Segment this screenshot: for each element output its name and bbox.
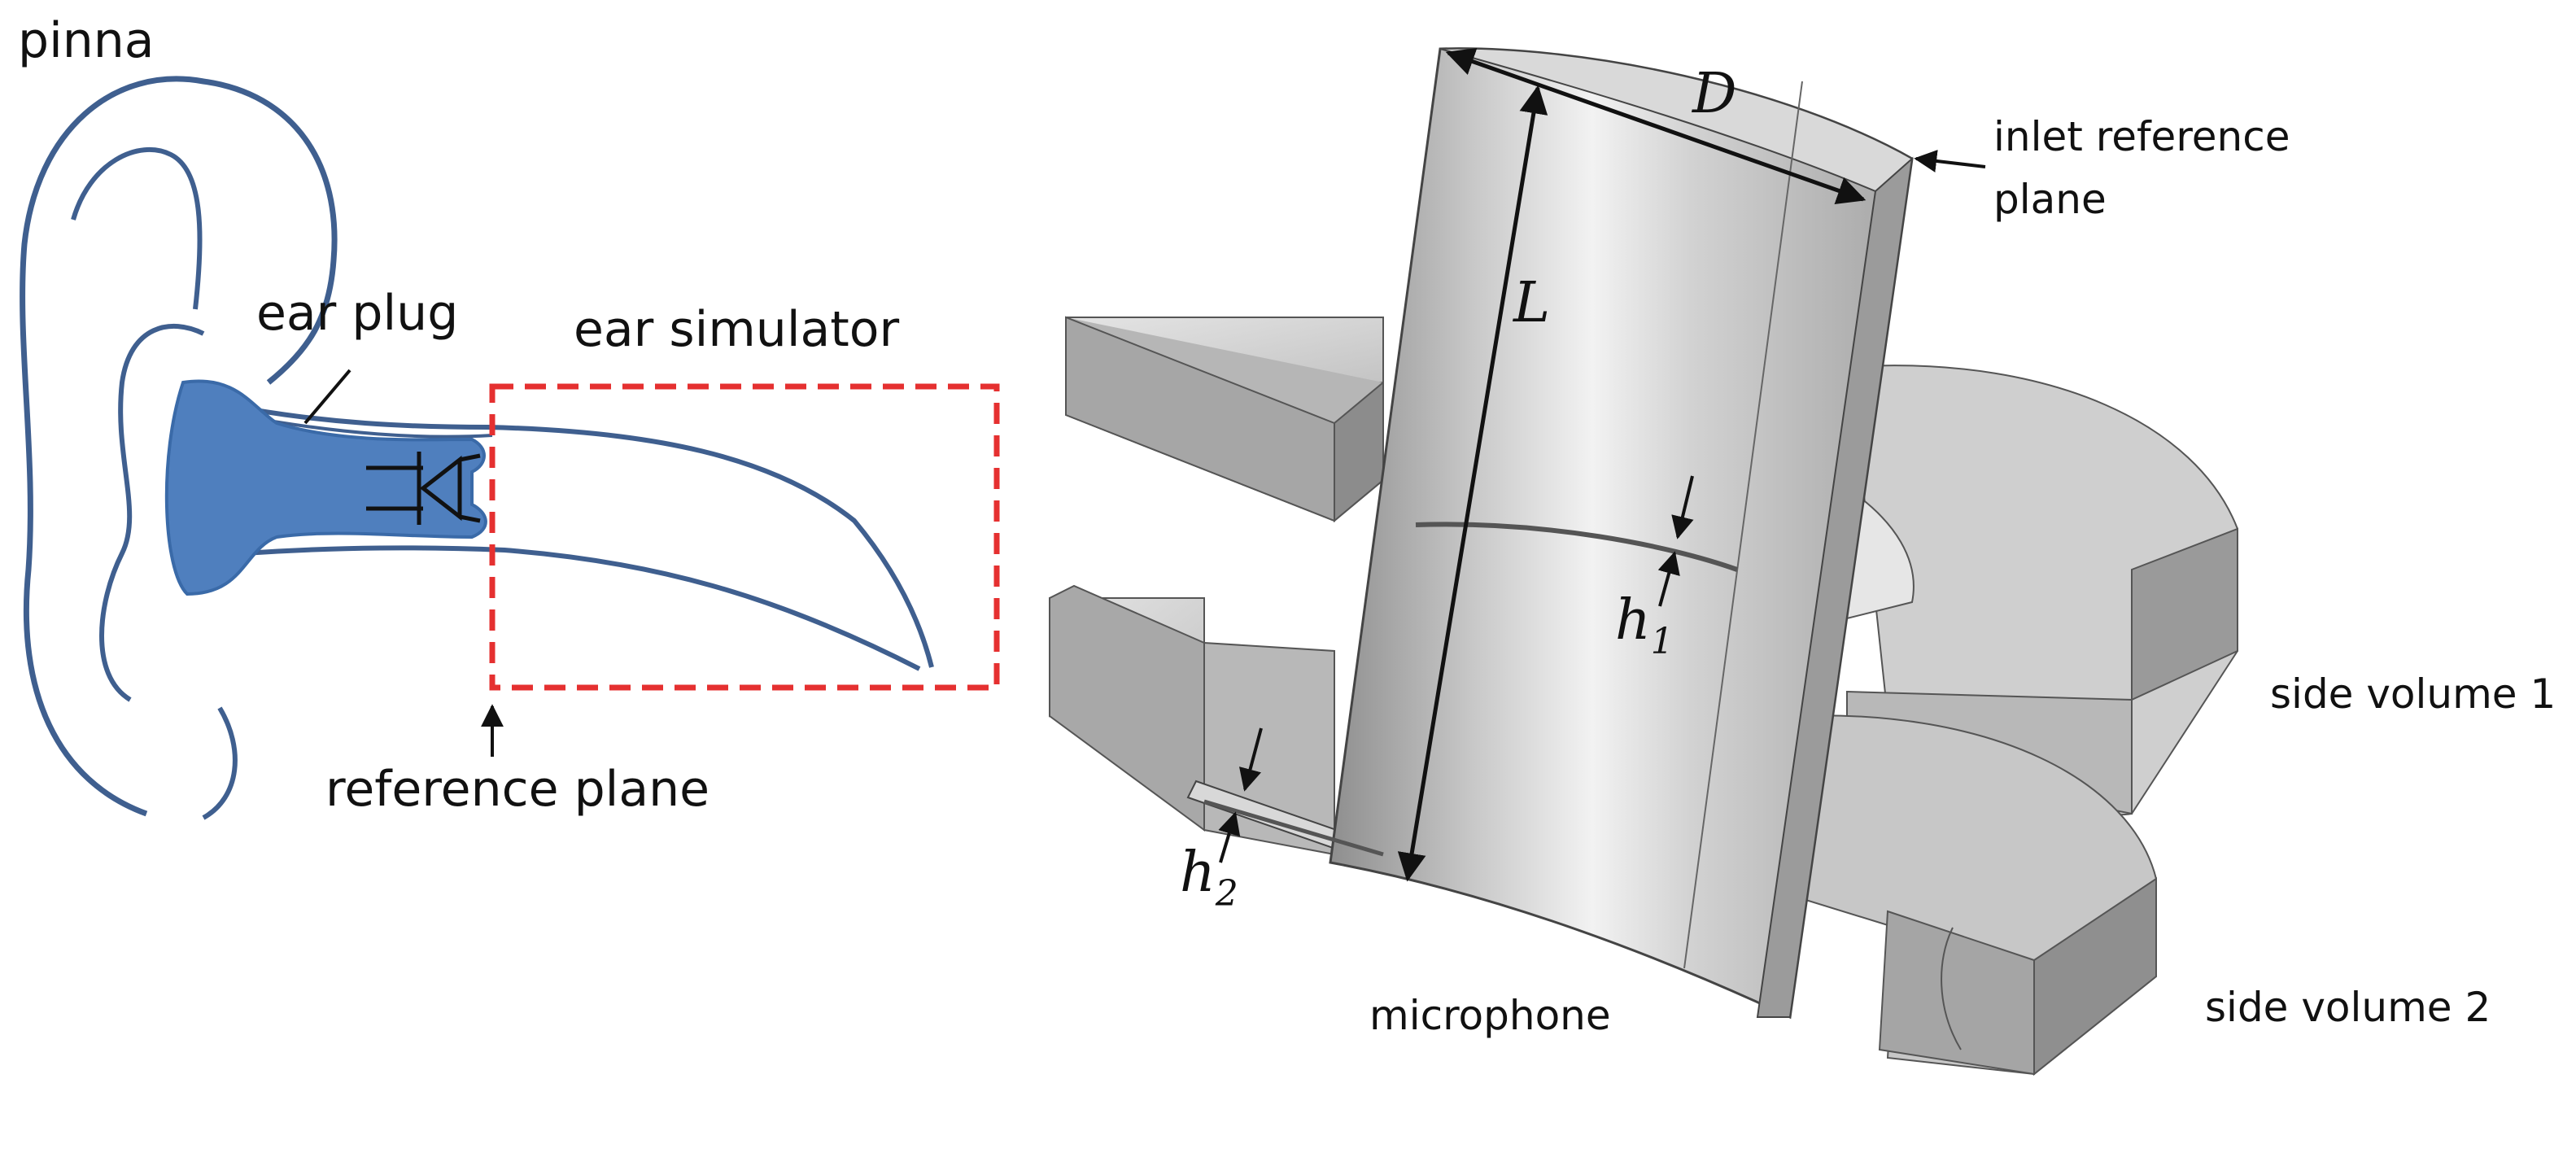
cavity-model: D L h1 h2 inlet reference plane side vol… xyxy=(1049,47,2556,1077)
ear-canal-upper-wall xyxy=(235,404,934,668)
d-dimension-line xyxy=(1445,47,1867,205)
h1-label: h1 xyxy=(1615,588,1674,662)
h2-arrow-top xyxy=(1238,727,1263,792)
inlet-reference-arrow xyxy=(1914,150,1986,173)
side-volume-2-shape xyxy=(1789,714,2157,1077)
ear-simulator-box xyxy=(489,383,1000,691)
pinna-outline xyxy=(20,76,338,817)
h2-arrow-bottom xyxy=(1218,811,1241,863)
side-volume-1-label: side volume 1 xyxy=(2270,670,2556,718)
d-label: D xyxy=(1691,62,1737,126)
ear-plug-label: ear plug xyxy=(256,285,458,342)
side-volume-2-label: side volume 2 xyxy=(2205,984,2491,1031)
pinna-lobe xyxy=(202,706,238,820)
h1-arrow-bottom xyxy=(1657,551,1680,607)
receiver-symbol xyxy=(366,452,481,525)
pinna-inner-fold xyxy=(71,146,203,310)
h1-arrow-top xyxy=(1671,475,1694,539)
pinna-label: pinna xyxy=(18,12,155,69)
l-dimension-line xyxy=(1397,85,1548,882)
microphone-label: microphone xyxy=(1369,992,1611,1039)
inlet-reference-label-line2: plane xyxy=(1993,176,2107,223)
h2-label: h2 xyxy=(1180,841,1238,915)
main-cylinder xyxy=(1203,47,1914,1020)
ear-plug-leader xyxy=(303,369,351,425)
pinna-helix-inner xyxy=(99,323,205,702)
ear-plug xyxy=(164,379,487,596)
l-label: L xyxy=(1512,271,1550,335)
reference-plane-label: reference plane xyxy=(325,761,709,818)
inlet-reference-label-line1: inlet reference xyxy=(1993,113,2290,160)
lower-left-slab xyxy=(1049,584,1385,864)
ear-simulator-label: ear simulator xyxy=(574,301,899,358)
ear-illustration: pinna ear plug ear simulator reference p… xyxy=(18,12,1000,820)
ear-canal-lower-wall xyxy=(243,545,921,671)
upper-left-slab xyxy=(1065,316,1384,523)
